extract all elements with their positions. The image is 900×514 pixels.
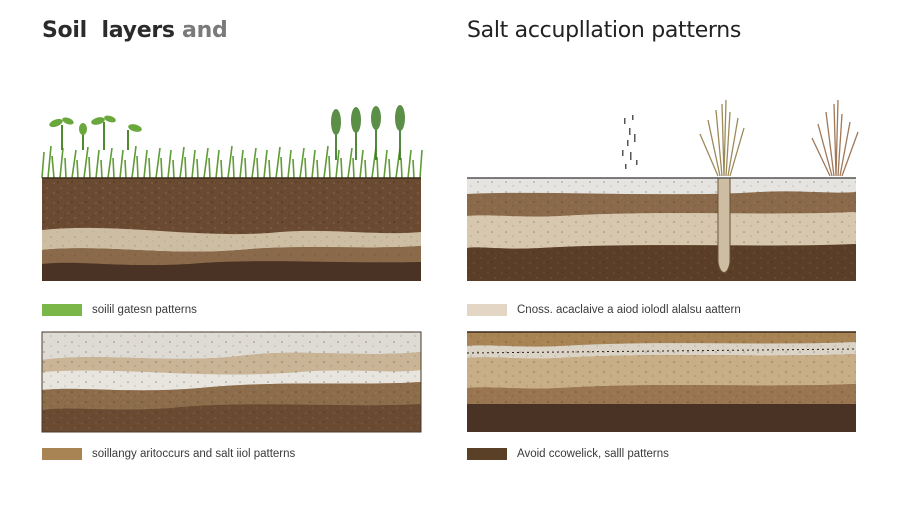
panel-deep-accumulation (466, 331, 857, 432)
panel-salt-crust (467, 99, 859, 281)
legend-item-3: soillangy aritoccurs and salt iiol patte… (42, 448, 295, 460)
panel-grass-soil (41, 105, 423, 281)
legend-swatch-pale (467, 304, 507, 316)
seedlings (49, 115, 142, 150)
legend-label-4: Avoid ccowelick, salll patterns (517, 448, 669, 460)
left-title-main: Soil layers (42, 18, 175, 43)
legend-item-2: Cnoss. acaclaive a aiod iolodl alalsu aa… (467, 304, 741, 316)
legend-swatch-brown (467, 448, 507, 460)
legend-label-1: soilil gatesn patterns (92, 304, 197, 316)
legend-label-2: Cnoss. acaclaive a aiod iolodl alalsu aa… (517, 304, 741, 316)
grass-layer (41, 145, 423, 179)
dry-grass-tuft-2 (811, 99, 859, 177)
legend-item-1: soilil gatesn patterns (42, 304, 197, 316)
legend-item-4: Avoid ccowelick, salll patterns (467, 448, 669, 460)
salt-vapor (622, 115, 638, 169)
left-title-tail: and (174, 18, 228, 43)
grain-stalks (331, 105, 405, 160)
panel-salt-streaks (41, 331, 422, 433)
dry-grass-tuft-1 (699, 99, 745, 177)
legend-swatch-green (42, 304, 82, 316)
legend-label-3: soillangy aritoccurs and salt iiol patte… (92, 448, 296, 460)
left-title: Soil layers and (42, 18, 228, 43)
right-title: Salt accupllation patterns (467, 18, 742, 43)
legend-swatch-tan (42, 448, 82, 460)
